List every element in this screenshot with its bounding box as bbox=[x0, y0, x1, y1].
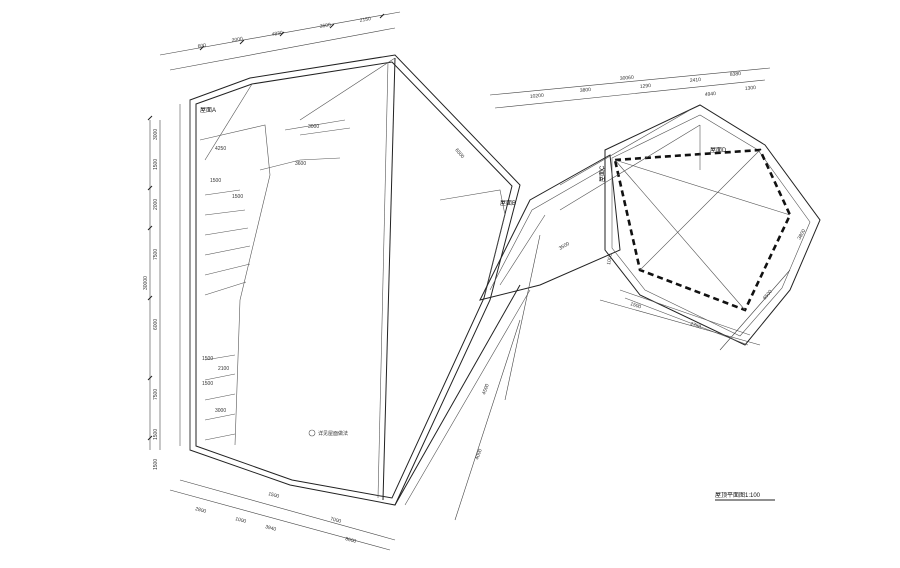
dim-bot-5: 8600 bbox=[344, 536, 357, 545]
dim-rt-5: 2410 bbox=[690, 77, 702, 84]
left-building bbox=[179, 54, 521, 506]
dim-in-4: 1500 bbox=[232, 194, 243, 200]
dim-top-3: 4830 bbox=[271, 30, 283, 38]
dim-in-3: 1500 bbox=[210, 178, 221, 184]
dim-diag-1: 4000 bbox=[474, 448, 484, 461]
right-bottom-dimension-texts: 1500 2750 6500 3800 bbox=[629, 228, 807, 330]
dim-left-8: 1500 bbox=[153, 429, 159, 440]
dim-rt-7: 4940 bbox=[705, 91, 717, 98]
drawing-note: 详见屋面做法 bbox=[308, 429, 348, 437]
dim-bot-2: 1000 bbox=[234, 516, 247, 525]
dim-diag-5: 1000 bbox=[606, 253, 614, 265]
connector-bridge bbox=[394, 154, 621, 506]
dim-rt-4: 1290 bbox=[640, 83, 652, 90]
drawing-title: 屋顶平面图1:100 bbox=[715, 492, 761, 499]
dim-left-7: 7500 bbox=[153, 389, 159, 400]
dim-rt-6: 8380 bbox=[730, 71, 742, 78]
dim-in-2: 3600 bbox=[295, 161, 306, 167]
room-labels: 屋面A 屋面B 屋面C 屋面D bbox=[200, 107, 727, 207]
dim-left-4: 7500 bbox=[153, 249, 159, 260]
dim-in-8: 3000 bbox=[215, 408, 226, 414]
dim-in-5: 3000 bbox=[308, 124, 319, 130]
dim-left-6: 6000 bbox=[153, 319, 159, 330]
diagonal-dimension-texts: 4000 4500 6500 3500 1000 bbox=[453, 147, 613, 460]
dim-rt-1: 30060 bbox=[620, 75, 635, 82]
dim-in-7: 2100 bbox=[218, 366, 229, 372]
room-label-b: 屋面B bbox=[500, 200, 516, 207]
roof-boundary-dashed bbox=[613, 148, 792, 312]
dim-diag-4: 3500 bbox=[558, 241, 571, 252]
dim-bot-3: 3940 bbox=[264, 524, 277, 533]
dim-diag-2: 4500 bbox=[481, 383, 491, 396]
dim-rb-4: 3800 bbox=[797, 228, 808, 241]
dim-bot-4: 7000 bbox=[329, 516, 342, 525]
dim-bot-6: 1500 bbox=[267, 491, 280, 500]
note-text: 详见屋面做法 bbox=[318, 430, 348, 437]
dim-rt-8: 1300 bbox=[745, 85, 757, 92]
left-dimension-texts: 3000 1500 2000 7500 30000 6000 7500 1500… bbox=[143, 129, 159, 470]
dim-bot-1: 2800 bbox=[194, 506, 207, 515]
room-label-a: 屋面A bbox=[200, 107, 216, 114]
drawing-title-group: 屋顶平面图1:100 bbox=[715, 492, 775, 501]
dim-top-2: 2000 bbox=[231, 36, 243, 44]
dim-top-4: 3600 bbox=[319, 22, 331, 30]
dim-left-1: 3000 bbox=[153, 129, 159, 140]
dim-rb-1: 1500 bbox=[629, 301, 642, 310]
dim-top-5: 2150 bbox=[359, 16, 371, 24]
dim-in-1: 4250 bbox=[215, 146, 226, 152]
room-label-d: 屋面D bbox=[710, 147, 727, 154]
dim-in-6: 1500 bbox=[202, 356, 213, 362]
dim-diag-3: 6500 bbox=[453, 147, 465, 160]
inner-dimension-texts: 4250 3600 1500 1500 3000 1500 2100 3000 … bbox=[202, 124, 319, 414]
dim-top-1: 600 bbox=[197, 43, 206, 50]
top-dimension-texts: 600 2000 4830 3600 2150 bbox=[197, 16, 371, 50]
dim-left-9: 1500 bbox=[153, 459, 159, 470]
dim-left-2: 1500 bbox=[153, 159, 159, 170]
dim-left-3: 2000 bbox=[153, 199, 159, 210]
right-top-dimension-texts: 30060 10200 3800 1290 2410 8380 4940 130… bbox=[530, 71, 757, 100]
room-label-c: 屋面C bbox=[599, 165, 606, 182]
dim-left-5: 30000 bbox=[143, 276, 149, 290]
right-building bbox=[559, 104, 821, 346]
dim-rt-3: 3800 bbox=[580, 87, 592, 94]
dim-rt-2: 10200 bbox=[530, 93, 545, 100]
dim-rb-2: 2750 bbox=[689, 321, 702, 330]
dim-in-9: 1500 bbox=[202, 381, 213, 387]
bottom-dimension-texts: 2800 1000 3940 7000 8600 1500 bbox=[194, 491, 357, 545]
dim-rb-3: 6500 bbox=[762, 289, 774, 302]
dimension-lines bbox=[147, 11, 791, 551]
